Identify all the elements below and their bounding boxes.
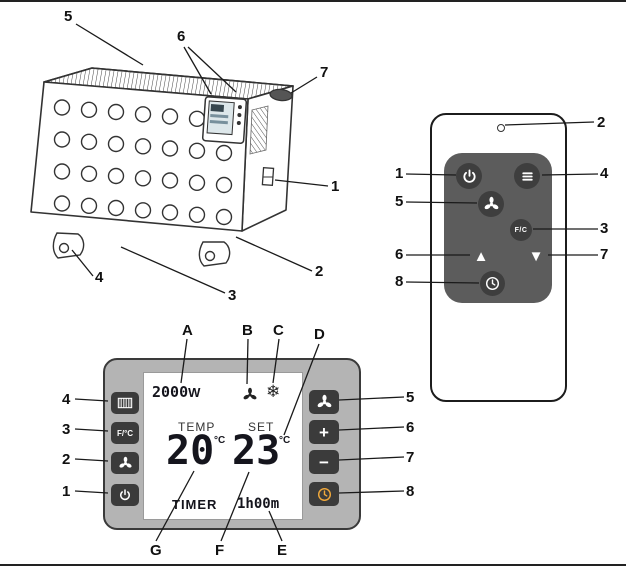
down-triangle-icon: ▼ [528,247,544,265]
remote-fan-button [478,191,504,217]
callout-heater-display: 6 [177,28,186,45]
timer-label: TIMER [172,497,218,512]
panel-heat-button [111,392,139,414]
remote-control: F/C ▲ ▼ [430,113,567,402]
callout-remote-down: 7 [600,246,609,263]
remote-heat-button [514,163,540,189]
snowflake-icon: ❄ [266,382,281,401]
up-triangle-icon: ▲ [473,247,489,265]
callout-set-temp: F [215,542,225,559]
callout-panel-timer: 8 [406,483,415,500]
lcd-screen: 2000W ❄ TEMP SET 20 °C 23 °C TIMER 1h00m [143,372,303,520]
callout-heater-right-foot: 2 [315,263,324,280]
callout-set-temp-unit: D [314,326,325,343]
plus-label: + [319,422,329,442]
temp-label: TEMP [178,420,216,434]
callout-remote-led: 2 [597,114,606,131]
remote-led-indicator [497,124,505,132]
heater-grille-icon [117,397,133,409]
fc-degree-label: F/°C [116,428,134,438]
set-label: SET [248,420,275,434]
callout-heater-handle: 7 [320,64,329,81]
callout-remote-fan: 5 [395,193,404,210]
clock-icon [317,487,331,501]
remote-fc-button: F/C [510,219,532,241]
remote-button-panel: F/C ▲ ▼ [444,153,552,303]
set-temp-readout: 23 [232,428,281,474]
panel-timer-button [309,482,339,506]
room-temp-readout: 20 [166,428,215,474]
callout-panel-fc: 3 [62,421,71,438]
callout-panel-heat: 4 [62,391,71,408]
callout-frost-indicator: C [273,322,284,339]
callout-heater-bottom: 3 [228,287,237,304]
callout-fan-indicator: B [242,322,253,339]
fan-icon [483,196,499,210]
panel-fan-speed-button [309,390,339,414]
minus-label: − [319,452,329,472]
power-icon [119,489,131,501]
frost-indicator: ❄ [266,382,280,402]
heater-feet [52,232,231,267]
callout-heater-top-grille: 5 [64,8,73,25]
panel-power-button [111,484,139,506]
convector-holes [53,99,233,226]
panel-fc-button: F/°C [111,422,139,444]
fan-icon [242,387,258,401]
panel-plus-button: + [309,420,339,444]
remote-temp-up-button: ▲ [470,245,492,267]
carry-handle [269,88,293,102]
rocker-switch [261,166,275,187]
callout-remote-timer: 8 [395,273,404,290]
callout-remote-power: 1 [395,165,404,182]
fan-indicator [242,387,258,403]
set-temp-unit: °C [279,435,291,446]
fan-icon [118,456,132,468]
remote-temp-down-button: ▼ [525,245,547,267]
clock-icon [485,276,500,291]
fc-label: F/C [514,226,528,234]
callout-panel-fan: 2 [62,451,71,468]
timer-readout: 1h00m [237,496,280,512]
panel-minus-button: − [309,450,339,474]
watt-unit: W [188,385,201,400]
heater-display [201,96,248,144]
power-icon [462,169,476,183]
callout-remote-up: 6 [395,246,404,263]
control-panel: F/°C 2000W ❄ TEMP SET 20 °C 23 °C TIMER [103,358,361,530]
panel-fan-button [111,452,139,474]
remote-power-button [456,163,482,189]
callout-panel-plus: 6 [406,419,415,436]
callout-panel-minus: 7 [406,449,415,466]
remote-timer-button [480,271,505,296]
heat-lines-icon [521,171,533,181]
wattage-readout: 2000W [152,383,200,401]
callout-heater-left-foot: 4 [95,269,104,286]
wattage-value: 2000 [152,383,189,401]
callout-timer-display: E [277,542,288,559]
callout-heater-switch: 1 [331,178,340,195]
callout-wattage: A [182,322,193,339]
fan-icon [316,394,332,408]
callout-remote-fc: 3 [600,220,609,237]
callout-room-temp: G [150,542,162,559]
side-vent [249,105,269,155]
callout-remote-heat: 4 [600,165,609,182]
callout-panel-fan-speed: 5 [406,389,415,406]
room-temp-unit: °C [214,435,226,446]
callout-panel-power: 1 [62,483,71,500]
